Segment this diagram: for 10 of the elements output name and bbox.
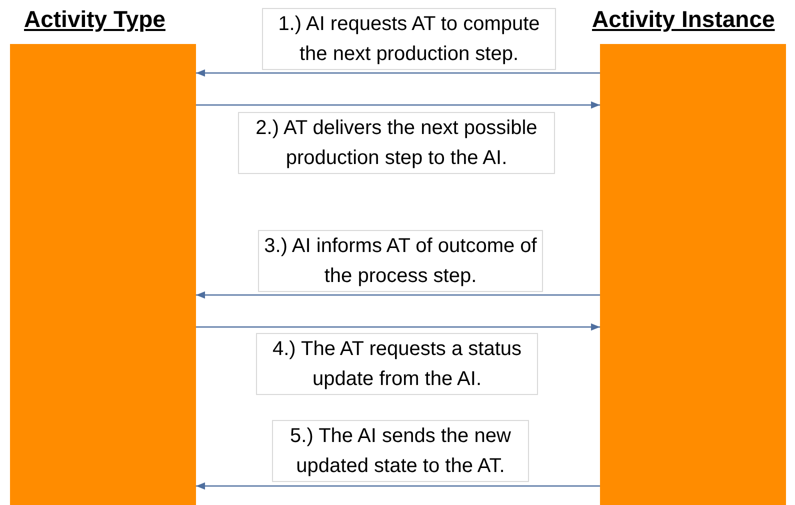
arrow [196,69,600,77]
edge-label: 2.) AT delivers the next possible production step to the AI. [238,112,555,174]
arrow [196,291,600,299]
edge-label: 1.) AI requests AT to compute the next production step. [262,8,556,70]
edge-label: 5.) The AI sends the new updated state to the AT. [272,420,529,482]
arrow [196,101,600,109]
arrow [196,323,600,331]
edge-label: 3.) AI informs AT of outcome of the process step. [258,230,543,292]
arrow [196,482,600,490]
edge-label: 4.) The AT requests a status update from the AI. [256,333,538,395]
